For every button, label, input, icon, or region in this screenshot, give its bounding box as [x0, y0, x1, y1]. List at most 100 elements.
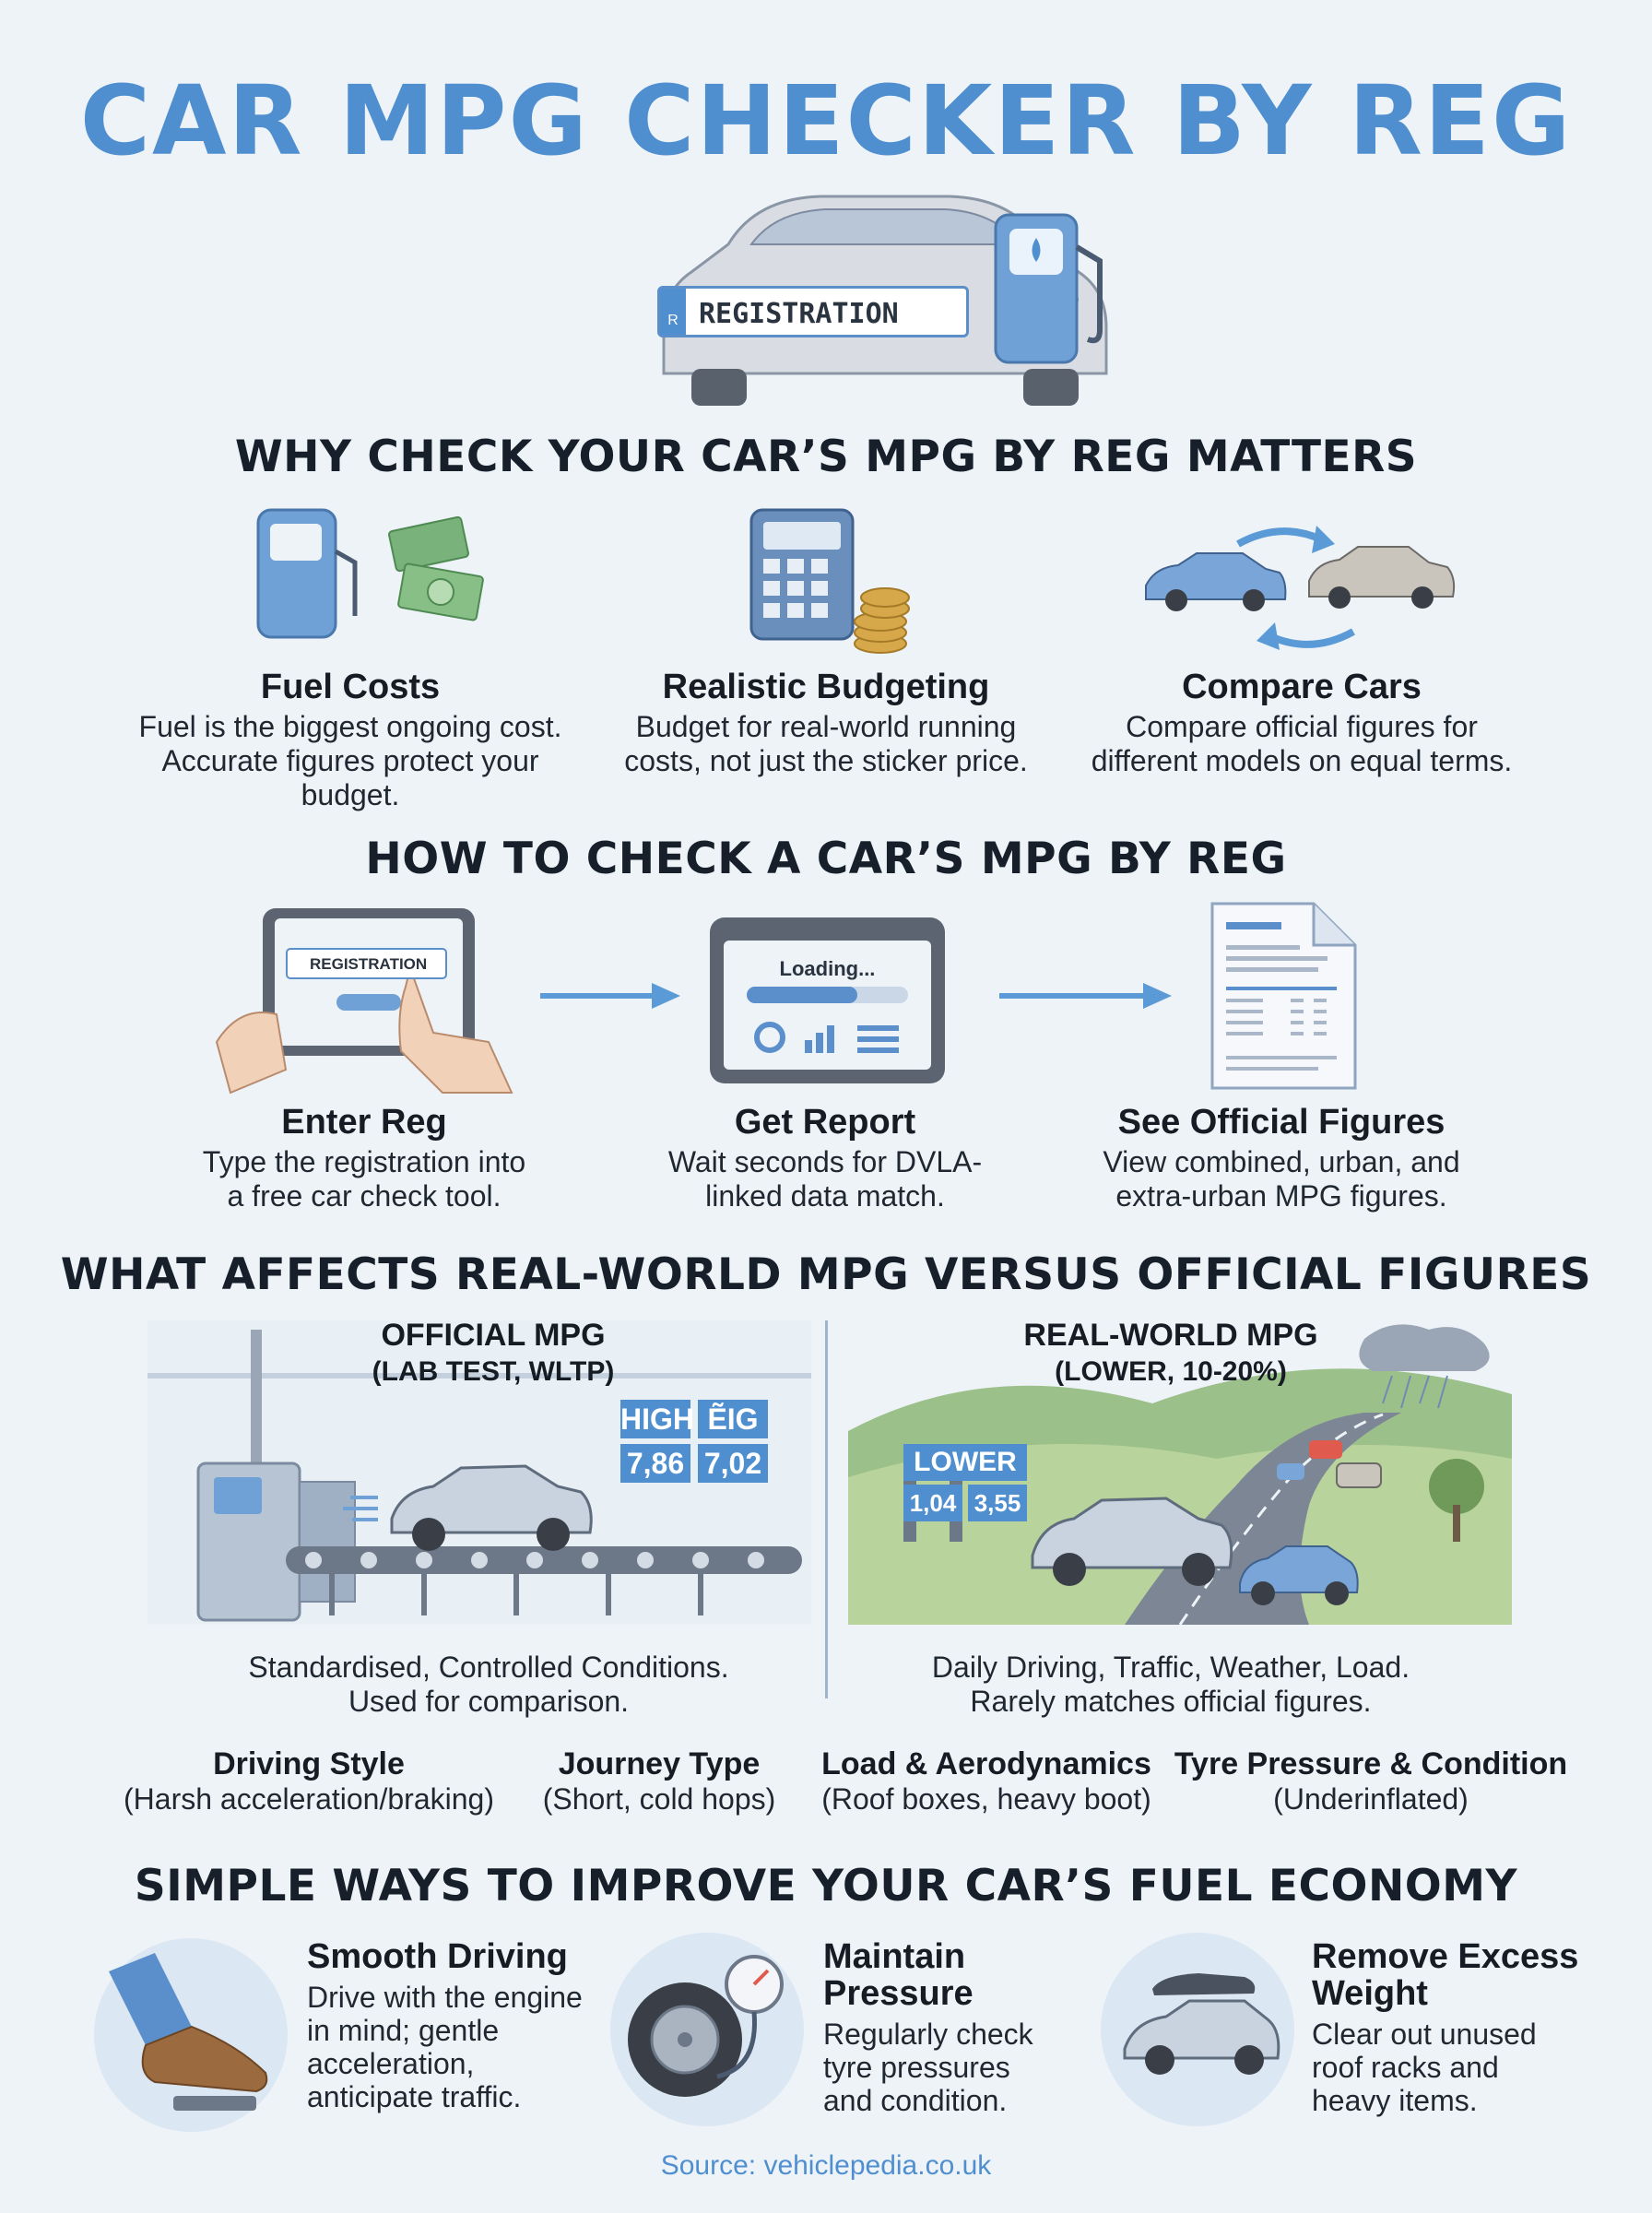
- official-panel-desc: Standardised, Controlled Conditions. Use…: [148, 1651, 830, 1719]
- desc-line: Rarely matches official figures.: [970, 1685, 1372, 1718]
- factor-title: Journey Type: [558, 1746, 761, 1781]
- desc-line: linked data match.: [705, 1179, 945, 1213]
- desc-line: Drive with the engine: [307, 1981, 583, 2014]
- why-item-title-3: Compare Cars: [1182, 668, 1422, 706]
- real-mpg-sign: LOWER 1,04 3,55: [903, 1444, 1027, 1523]
- factor-desc: (Roof boxes, heavy boot): [821, 1782, 1151, 1816]
- how-step-desc-1: Type the registration into a free car ch…: [111, 1145, 618, 1213]
- how-heading: HOW TO CHECK A CAR’S MPG BY REG: [365, 834, 1287, 884]
- sign-cell-val-2: 3,55: [968, 1485, 1027, 1521]
- sign-cell-top-2: ẼIG: [698, 1400, 768, 1438]
- official-title-line-1: OFFICIAL MPG: [381, 1318, 606, 1353]
- desc-line: Clear out unused: [1312, 2018, 1537, 2051]
- why-heading: WHY CHECK YOUR CAR’S MPG BY REG MATTERS: [234, 432, 1418, 482]
- desc-line: Fuel is the biggest ongoing cost.: [138, 710, 562, 743]
- real-title-line-1: REAL-WORLD MPG: [1023, 1318, 1318, 1353]
- desc-line: anticipate traffic.: [307, 2080, 522, 2113]
- registration-plate: R REGISTRATION: [657, 286, 969, 337]
- sign-cell-val-1: 7,86: [620, 1444, 690, 1483]
- tip-title-line: Pressure: [823, 1974, 974, 2013]
- why-item-desc-3: Compare official figures for different m…: [1053, 710, 1551, 778]
- arrow-right-icon: [540, 983, 680, 1009]
- tip-maintain-pressure: Maintain Pressure Regularly check tyre p…: [823, 1938, 1100, 2117]
- desc-line: Budget for real-world running: [635, 710, 1017, 743]
- plate-badge: R: [660, 289, 686, 335]
- factor-title: Driving Style: [213, 1746, 405, 1781]
- desc-line: Used for comparison.: [348, 1685, 630, 1718]
- tablet-registration-field: REGISTRATION: [286, 948, 447, 979]
- tip-remove-weight: Remove Excess Weight Clear out unused ro…: [1312, 1938, 1607, 2117]
- tip-title: Maintain Pressure: [823, 1938, 1100, 2012]
- desc-line: extra-urban MPG figures.: [1115, 1179, 1447, 1213]
- official-title-line-2: (LAB TEST, WLTP): [372, 1356, 615, 1387]
- tip-desc: Drive with the engine in mind; gentle ac…: [307, 1981, 611, 2113]
- car-roofbox-icon: [1101, 1933, 1294, 2126]
- desc-line: budget.: [301, 778, 400, 811]
- tablet-loading-icon: [710, 917, 945, 1083]
- real-title-line-2: (LOWER, 10-20%): [1055, 1356, 1287, 1387]
- how-step-desc-3: View combined, urban, and extra-urban MP…: [1028, 1145, 1535, 1213]
- factor-tyre-pressure: Tyre Pressure & Condition (Underinflated…: [1163, 1746, 1578, 1817]
- page-title: CAR MPG CHECKER BY REG: [79, 65, 1573, 177]
- tip-title-line: Remove Excess: [1312, 1937, 1579, 1976]
- desc-line: Type the registration into: [202, 1145, 526, 1178]
- foot-pedal-icon: [94, 1938, 288, 2132]
- how-step-title-2: Get Report: [734, 1103, 916, 1142]
- sign-cell-val-1: 1,04: [903, 1485, 962, 1521]
- desc-line: View combined, urban, and: [1103, 1145, 1460, 1178]
- loading-text: Loading...: [779, 957, 876, 980]
- desc-line: and condition.: [823, 2084, 1008, 2117]
- fuel-pump-icon: [994, 213, 1103, 364]
- why-item-desc-2: Budget for real-world running costs, not…: [577, 710, 1075, 778]
- improve-heading: SIMPLE WAYS TO IMPROVE YOUR CAR’S FUEL E…: [134, 1861, 1518, 1911]
- desc-line: Accurate figures protect your: [161, 744, 539, 777]
- tip-title: Remove Excess Weight: [1312, 1938, 1607, 2012]
- compare-cars-icon: [1145, 526, 1456, 650]
- factor-load-aero: Load & Aerodynamics (Roof boxes, heavy b…: [811, 1746, 1162, 1817]
- why-item-title-1: Fuel Costs: [260, 668, 441, 706]
- desc-line: a free car check tool.: [227, 1179, 502, 1213]
- desc-line: acceleration,: [307, 2047, 475, 2080]
- tip-title-line: Maintain: [823, 1937, 966, 1976]
- how-step-title-3: See Official Figures: [1117, 1103, 1446, 1142]
- tip-smooth-driving: Smooth Driving Drive with the engine in …: [307, 1938, 611, 2113]
- official-mpg-sign: HIGH ẼIG 7,86 7,02: [620, 1400, 768, 1485]
- why-item-title-2: Realistic Budgeting: [662, 668, 990, 706]
- fuel-pump-money-icon: [256, 508, 484, 639]
- how-step-title-1: Enter Reg: [281, 1103, 447, 1142]
- real-panel-desc: Daily Driving, Traffic, Weather, Load. R…: [830, 1651, 1512, 1719]
- factor-driving-style: Driving Style (Harsh acceleration/brakin…: [111, 1746, 507, 1817]
- desc-line: Regularly check: [823, 2018, 1033, 2051]
- desc-line: Daily Driving, Traffic, Weather, Load.: [931, 1651, 1410, 1684]
- source-credit: Source: vehiclepedia.co.uk: [660, 2150, 992, 2181]
- how-step-desc-2: Wait seconds for DVLA- linked data match…: [572, 1145, 1079, 1213]
- calculator-coins-icon: [749, 508, 910, 654]
- desc-line: in mind; gentle: [307, 2014, 500, 2047]
- desc-line: Standardised, Controlled Conditions.: [248, 1651, 729, 1684]
- desc-line: Wait seconds for DVLA-: [667, 1145, 983, 1178]
- desc-line: roof racks and: [1312, 2051, 1499, 2084]
- tip-desc: Regularly check tyre pressures and condi…: [823, 2018, 1100, 2117]
- tyre-gauge-icon: [610, 1933, 804, 2126]
- official-panel-title: OFFICIAL MPG (LAB TEST, WLTP): [295, 1317, 691, 1391]
- sign-cell-lower: LOWER: [903, 1444, 1027, 1481]
- report-document-icon: [1210, 902, 1357, 1090]
- why-item-desc-1: Fuel is the biggest ongoing cost. Accura…: [101, 710, 599, 812]
- tip-desc: Clear out unused roof racks and heavy it…: [1312, 2018, 1607, 2117]
- plate-text: REGISTRATION: [699, 298, 899, 330]
- factor-desc: (Harsh acceleration/braking): [124, 1782, 494, 1816]
- desc-line: costs, not just the sticker price.: [624, 744, 1028, 777]
- factor-desc: (Underinflated): [1273, 1782, 1469, 1816]
- desc-line: different models on equal terms.: [1091, 744, 1513, 777]
- affects-heading: WHAT AFFECTS REAL-WORLD MPG VERSUS OFFIC…: [60, 1249, 1592, 1300]
- sign-cell-val-2: 7,02: [698, 1444, 768, 1483]
- tip-title: Smooth Driving: [307, 1937, 568, 1976]
- tablet-plate-text: REGISTRATION: [310, 955, 428, 973]
- sign-cell-high: HIGH: [620, 1400, 694, 1438]
- factor-title: Load & Aerodynamics: [821, 1746, 1151, 1781]
- real-panel-title: REAL-WORLD MPG (LOWER, 10-20%): [973, 1317, 1369, 1391]
- desc-line: heavy items.: [1312, 2084, 1478, 2117]
- factor-title: Tyre Pressure & Condition: [1174, 1746, 1568, 1781]
- desc-line: tyre pressures: [823, 2051, 1010, 2084]
- factor-journey-type: Journey Type (Short, cold hops): [516, 1746, 802, 1817]
